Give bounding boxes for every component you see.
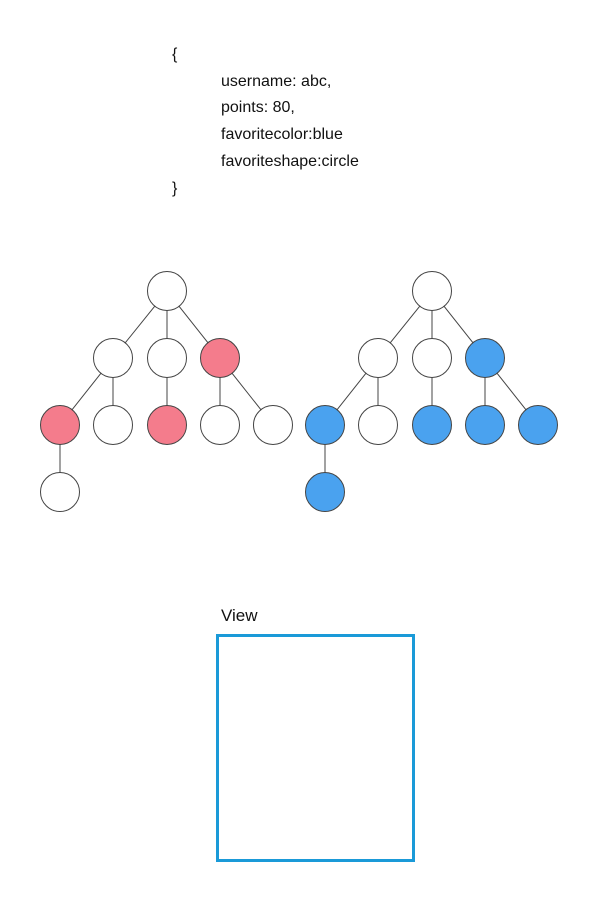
tree-edge — [443, 305, 474, 344]
tree-node — [253, 405, 293, 445]
close-brace: } — [172, 180, 178, 197]
tree-node-highlighted — [305, 472, 345, 512]
tree-node-highlighted — [40, 405, 80, 445]
tree-node — [358, 405, 398, 445]
tree-node — [147, 271, 187, 311]
tree-node — [412, 271, 452, 311]
tree-edge — [71, 372, 102, 411]
open-brace: { — [172, 46, 178, 63]
tree-node — [40, 472, 80, 512]
tree-node — [147, 338, 187, 378]
right-tree — [305, 271, 558, 512]
tree-node-highlighted — [518, 405, 558, 445]
tree-edge — [496, 372, 527, 411]
tree-node-highlighted — [200, 338, 240, 378]
tree-node — [200, 405, 240, 445]
tree-node — [93, 405, 133, 445]
view-label: View — [221, 606, 258, 625]
tree-edge — [389, 305, 421, 344]
tree-node-highlighted — [465, 338, 505, 378]
tree-edge — [178, 305, 209, 344]
tree-node — [93, 338, 133, 378]
tree-edge — [336, 372, 367, 411]
username-line: username: abc, — [221, 73, 332, 90]
tree-edge — [124, 305, 156, 344]
points-line: points: 80, — [221, 99, 295, 116]
object-code-block: { username: abc, points: 80, favoritecol… — [0, 0, 600, 210]
tree-node-highlighted — [305, 405, 345, 445]
tree-node-highlighted — [412, 405, 452, 445]
tree-node — [358, 338, 398, 378]
favorite-color-line: favoritecolor:blue — [221, 126, 343, 143]
tree-edge — [231, 372, 262, 411]
tree-node — [412, 338, 452, 378]
trees-diagram — [40, 271, 558, 512]
view-box — [216, 634, 415, 862]
left-tree — [40, 271, 293, 512]
tree-node-highlighted — [147, 405, 187, 445]
favorite-shape-line: favoriteshape:circle — [221, 153, 359, 170]
tree-node-highlighted — [465, 405, 505, 445]
